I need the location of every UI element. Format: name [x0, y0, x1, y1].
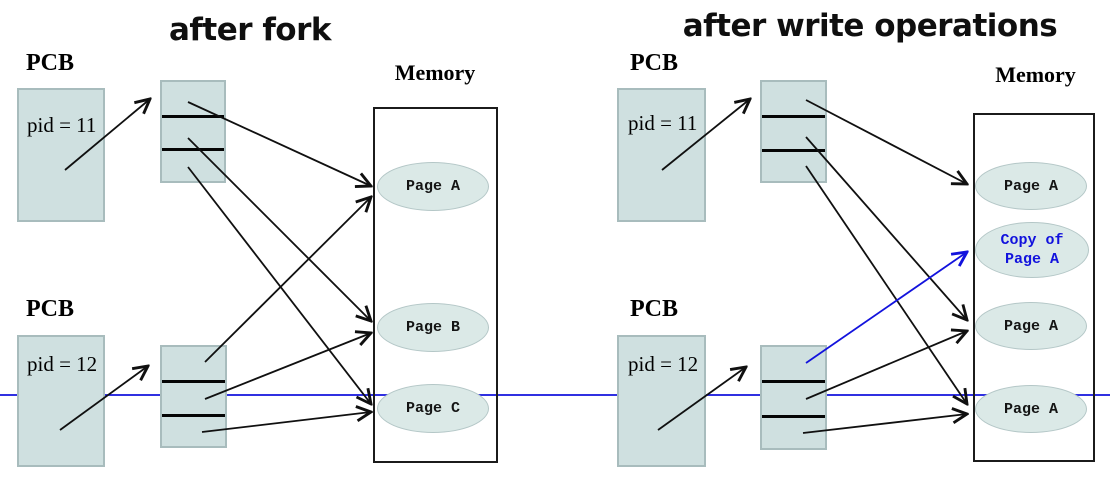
arrow-pt11-row1-to-page-a1-right: [805, 99, 967, 184]
memory-copy-of-page-a-right: Copy of Page A: [975, 222, 1089, 278]
memory-page-a-left: Page A: [377, 162, 489, 211]
memory-label-right: Memory: [995, 62, 1076, 87]
memory-page-c-left: Page C: [377, 384, 489, 433]
pid-12-text-left: pid = 12: [27, 352, 98, 376]
blue-arrow-pt12-row1-to-copy-of-page-a: [805, 252, 967, 364]
memory-box-left: [373, 107, 498, 463]
memory-page-a3-right: Page A: [975, 302, 1087, 350]
page-table-divider: [162, 148, 224, 151]
page-table-divider: [762, 115, 825, 118]
pid-11-text-left: pid = 11: [27, 113, 97, 137]
page-table-pid12-right: [760, 345, 827, 450]
arrow-pt12-row2-to-page-b-left: [204, 333, 371, 400]
page-table-pid11-right: [760, 80, 827, 183]
pcb-box-pid11-left: [17, 88, 105, 222]
arrow-pt12-row1-to-page-a-left: [204, 197, 371, 363]
pcb-label-pid12-left: PCB: [26, 296, 74, 322]
pid-11-text-right: pid = 11: [628, 111, 698, 135]
arrow-pt12-row2-to-page-a3-right: [805, 331, 967, 400]
page-table-divider: [162, 115, 224, 118]
page-table-divider: [762, 149, 825, 152]
page-table-divider: [762, 380, 825, 383]
arrow-pt11-row2-to-page-a3-right: [805, 136, 967, 320]
page-table-pid12-left: [160, 345, 227, 448]
memory-box-right: [973, 113, 1095, 462]
pcb-label-pid12-right: PCB: [630, 296, 678, 322]
memory-page-b-left: Page B: [377, 303, 489, 352]
memory-page-a4-right: Page A: [975, 385, 1087, 433]
page-table-divider: [162, 414, 225, 417]
pcb-label-pid11-left: PCB: [26, 50, 74, 76]
arrow-pt12-row3-to-page-a4-right: [802, 414, 967, 434]
memory-label-left: Memory: [394, 60, 476, 85]
page-table-pid11-left: [160, 80, 226, 183]
pcb-label-pid11-right: PCB: [630, 50, 678, 76]
arrow-pt12-row3-to-page-c-left: [201, 412, 371, 433]
arrow-pt11-row3-to-page-a4-right: [805, 165, 967, 404]
pcb-box-pid11-right: [617, 88, 706, 222]
memory-page-a1-right: Page A: [975, 162, 1087, 210]
panel-title-after-write-operations: after write operations: [682, 8, 1058, 44]
page-table-divider: [762, 415, 825, 418]
panel-title-after-fork: after fork: [168, 12, 332, 48]
pid-12-text-right: pid = 12: [628, 352, 699, 376]
page-table-divider: [162, 380, 225, 383]
